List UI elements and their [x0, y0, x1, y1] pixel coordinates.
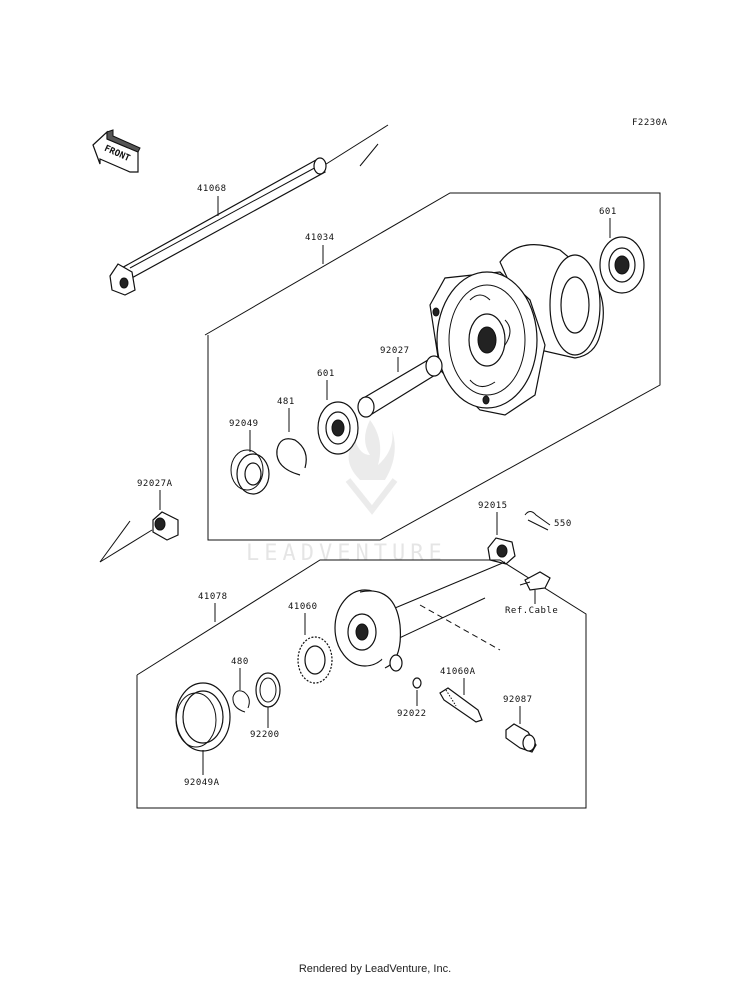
meter-gear-housing[interactable] [334, 589, 403, 672]
bearing-left[interactable] [317, 401, 359, 455]
circlip-480[interactable] [232, 690, 250, 713]
label-cotter-pin-ref: 92015 [478, 501, 508, 511]
label-bushing: 92087 [503, 695, 533, 705]
watermark-logo [345, 420, 398, 515]
axle[interactable] [109, 124, 389, 296]
label-washer-small: 92022 [397, 709, 427, 719]
meter-gear[interactable] [297, 636, 333, 684]
hub-group-frame [204, 192, 661, 541]
label-axle: 41068 [197, 184, 227, 194]
label-cotter-pin: 550 [554, 519, 572, 529]
pinion[interactable] [439, 687, 483, 723]
collar[interactable] [152, 511, 179, 541]
watermark-text: LEADVENTURE [246, 541, 447, 566]
cotter-pin[interactable] [524, 511, 551, 531]
label-meter-gear: 41060 [288, 602, 318, 612]
label-meter-gear-group: 41078 [198, 592, 228, 602]
wheel-hub[interactable] [429, 244, 604, 416]
oil-seal-large[interactable] [175, 682, 231, 752]
label-oil-seal: 92049 [229, 419, 259, 429]
label-circlip: 481 [277, 397, 295, 407]
label-bearing-right: 601 [599, 207, 617, 217]
label-oil-seal-large: 92049A [184, 778, 220, 788]
cable-screw[interactable] [519, 571, 551, 591]
washer-small[interactable] [412, 677, 422, 689]
footer-credit: Rendered by LeadVenture, Inc. [298, 963, 452, 975]
label-hub-group: 41034 [305, 233, 335, 243]
washer[interactable] [255, 672, 281, 708]
spacer[interactable] [357, 355, 443, 418]
meter-gear-frame [136, 559, 587, 809]
label-ref-cable: Ref.Cable [505, 606, 558, 616]
diagram-code: F2230A [632, 118, 668, 128]
bearing-right[interactable] [599, 236, 645, 294]
label-collar: 92027A [137, 479, 173, 489]
label-washer: 92200 [250, 730, 280, 740]
bushing[interactable] [505, 723, 537, 753]
label-bearing-left: 601 [317, 369, 335, 379]
label-spacer: 92027 [380, 346, 410, 356]
label-pinion: 41060A [440, 667, 476, 677]
front-arrow-icon: FRONT [92, 129, 141, 173]
oil-seal[interactable] [230, 449, 270, 495]
circlip-481[interactable] [276, 438, 307, 476]
label-circlip-480: 480 [231, 657, 249, 667]
